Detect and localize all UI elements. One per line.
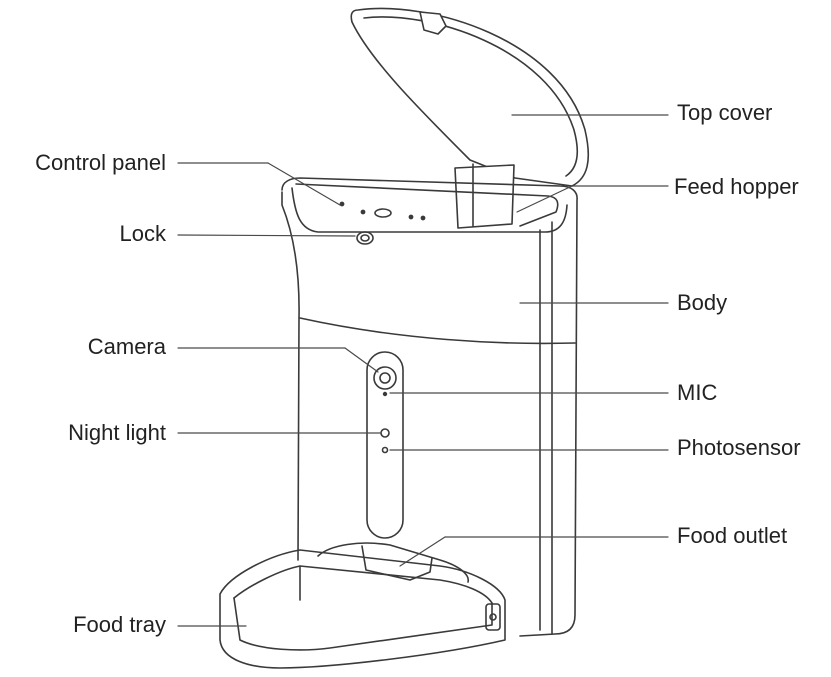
- label-lock: Lock: [119, 221, 166, 246]
- label-food-tray: Food tray: [73, 612, 166, 637]
- label-feed-hopper: Feed hopper: [674, 174, 799, 199]
- label-food-outlet: Food outlet: [677, 523, 788, 548]
- leader-feed-hopper-a: [516, 185, 573, 213]
- leader-lines: [177, 114, 669, 627]
- label-control-panel: Control panel: [35, 150, 166, 175]
- top-cover-shape: [350, 7, 590, 229]
- label-mic: MIC: [677, 380, 718, 405]
- leader-control-panel-b: [267, 162, 341, 206]
- label-night-light: Night light: [68, 420, 166, 445]
- label-body: Body: [677, 290, 728, 315]
- label-camera: Camera: [87, 334, 166, 359]
- food-outlet-shape: [317, 542, 469, 583]
- body-shape: [281, 177, 578, 637]
- food-tray-shape: [219, 549, 506, 669]
- leader-lock: [177, 234, 356, 237]
- camera-strip-shape: [366, 351, 404, 539]
- leader-food-outlet-a: [399, 536, 446, 567]
- label-photosensor: Photosensor: [677, 435, 801, 460]
- label-top-cover: Top cover: [677, 100, 773, 125]
- leader-camera-b: [344, 347, 379, 373]
